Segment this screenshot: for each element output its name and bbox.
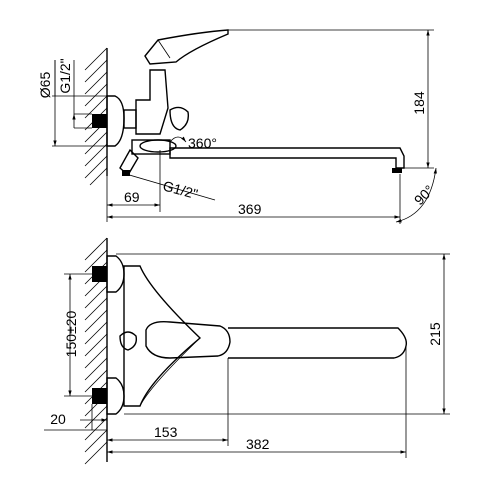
dim-height: 184 (411, 91, 427, 115)
dim-flange-diameter: Ø65 (37, 72, 53, 99)
dim-center-distance: 150±20 (63, 310, 79, 357)
lever-handle-front[interactable] (145, 320, 231, 359)
connector (123, 109, 137, 129)
dim-handle-offset: 153 (154, 424, 178, 440)
flange-top (106, 255, 125, 293)
diverter-knob[interactable] (169, 106, 190, 131)
dim-total-length: 382 (246, 436, 270, 452)
wall-pipe-top (92, 266, 107, 282)
dim-thread-bottom: G1/2" (161, 177, 199, 202)
lever-handle[interactable] (144, 29, 229, 65)
aerator (392, 168, 402, 173)
diverter-knob-front[interactable] (119, 331, 138, 351)
dim-offset: 20 (50, 411, 66, 427)
wall-flange (106, 95, 125, 147)
spout-front (228, 327, 408, 359)
dim-spout-length: 369 (238, 201, 262, 217)
dim-spout-angle: 90° (411, 182, 437, 208)
flange-bottom (106, 377, 125, 415)
wall-pipe-bottom (92, 388, 107, 404)
spout (169, 147, 405, 169)
wall-pipe (92, 114, 107, 128)
dim-depth: 69 (124, 189, 140, 205)
side-view: Ø65 G1/2" 360° G1/2" 69 369 184 90° (37, 29, 437, 224)
front-view: 150±20 20 153 382 215 (44, 237, 450, 465)
dim-rotation: 360° (188, 135, 217, 151)
dim-thread-top: G1/2" (57, 58, 73, 93)
mixer-body (135, 69, 169, 135)
dim-total-height: 215 (427, 322, 443, 346)
